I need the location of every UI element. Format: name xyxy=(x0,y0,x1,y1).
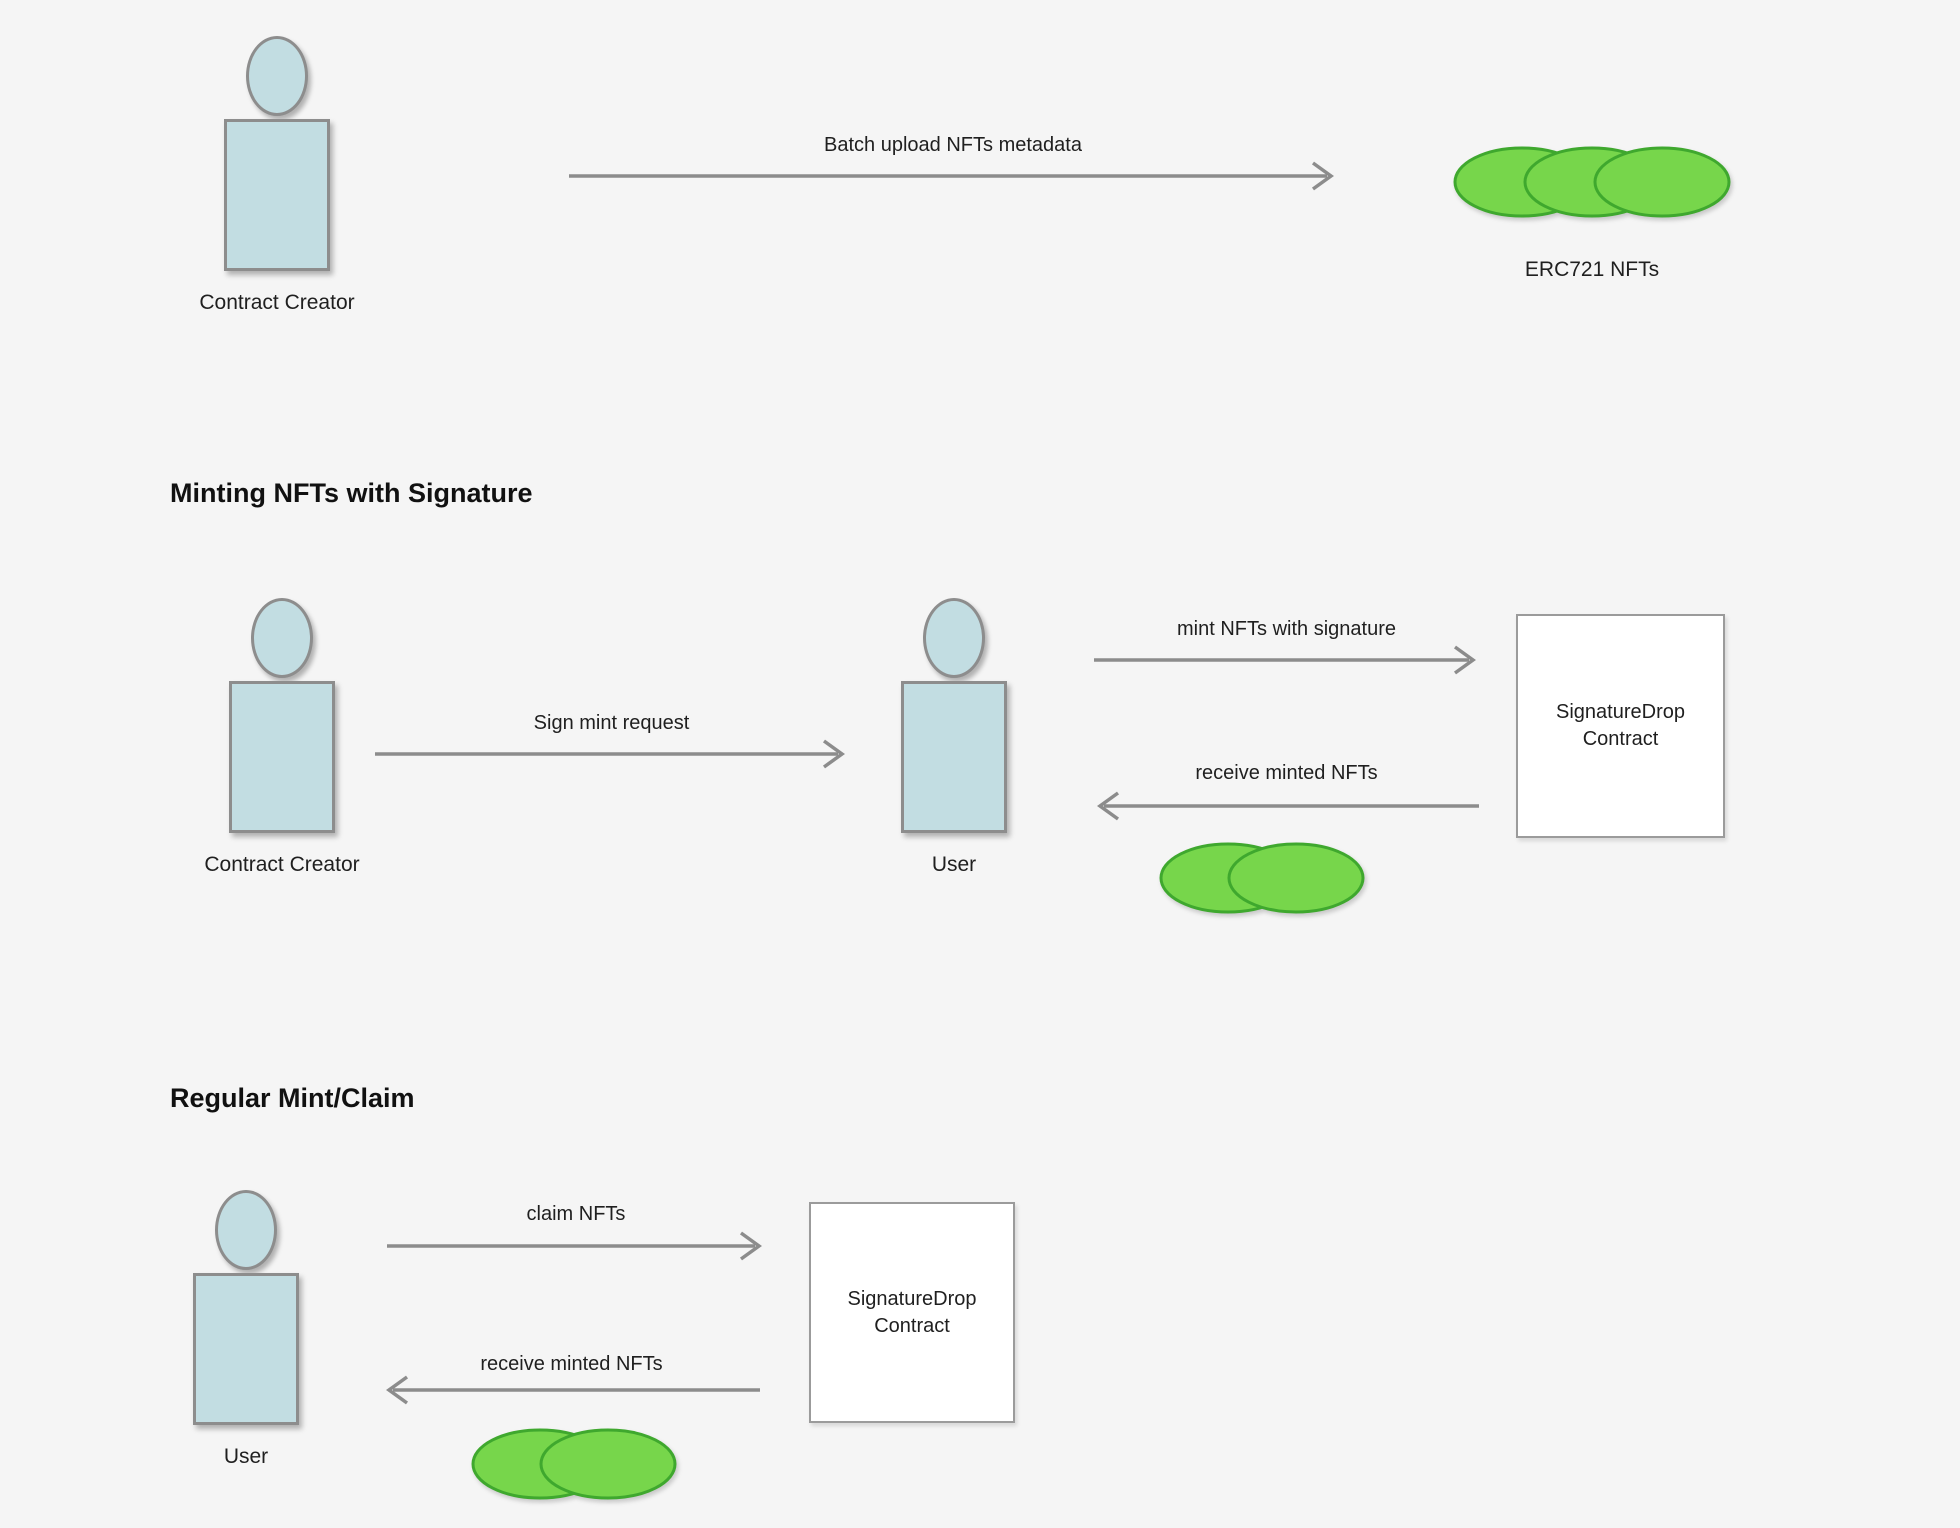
person-head-icon xyxy=(251,598,313,678)
actor-contract-creator-signature: Contract Creator xyxy=(204,598,360,877)
mint-with-signature-arrow xyxy=(1094,645,1476,675)
batch-upload-arrow-label: Batch upload NFTs metadata xyxy=(824,134,1082,156)
actor-label: User xyxy=(931,853,977,876)
actor-user-signature: User xyxy=(901,598,1007,877)
actor-user-claim: User xyxy=(193,1190,299,1469)
person-body-icon xyxy=(901,681,1007,833)
person-body-icon xyxy=(193,1273,299,1425)
actor-contract-creator-upload: Contract Creator xyxy=(199,36,355,315)
batch-upload-arrow xyxy=(569,161,1334,191)
person-head-icon xyxy=(215,1190,277,1270)
receive-minted-nfts-arrow xyxy=(386,1375,760,1405)
signature-drop-contract-box: SignatureDrop Contract xyxy=(809,1202,1015,1423)
receive-minted-nfts-arrow-label: receive minted NFTs xyxy=(480,1353,663,1375)
contract-box-label: SignatureDrop Contract xyxy=(847,1287,977,1337)
signature-flow-title: Minting NFTs with Signature xyxy=(170,478,533,508)
nft-coins-icon xyxy=(471,1428,677,1500)
person-head-icon xyxy=(923,598,985,678)
sign-mint-request-arrow xyxy=(375,739,845,769)
mint-with-signature-arrow-label: mint NFTs with signature xyxy=(1177,618,1396,640)
actor-label: User xyxy=(223,1445,269,1468)
claim-nfts-arrow xyxy=(387,1231,762,1261)
sign-mint-request-arrow-label: Sign mint request xyxy=(533,712,690,734)
nft-coins-icon xyxy=(1159,842,1365,914)
signature-drop-contract-box: SignatureDrop Contract xyxy=(1516,614,1725,838)
nft-coins-icon xyxy=(1453,146,1731,218)
person-body-icon xyxy=(224,119,330,271)
actor-label: Contract Creator xyxy=(199,291,355,314)
receive-minted-nfts-arrow xyxy=(1097,791,1479,821)
claim-flow-title: Regular Mint/Claim xyxy=(170,1083,415,1113)
person-body-icon xyxy=(229,681,335,833)
receive-minted-nfts-arrow-label: receive minted NFTs xyxy=(1195,762,1378,784)
person-head-icon xyxy=(246,36,308,116)
actor-label: Contract Creator xyxy=(204,853,360,876)
claim-nfts-arrow-label: claim NFTs xyxy=(526,1203,626,1225)
contract-box-label: SignatureDrop Contract xyxy=(1556,701,1685,750)
erc721-nfts-label: ERC721 NFTs xyxy=(1524,258,1660,281)
